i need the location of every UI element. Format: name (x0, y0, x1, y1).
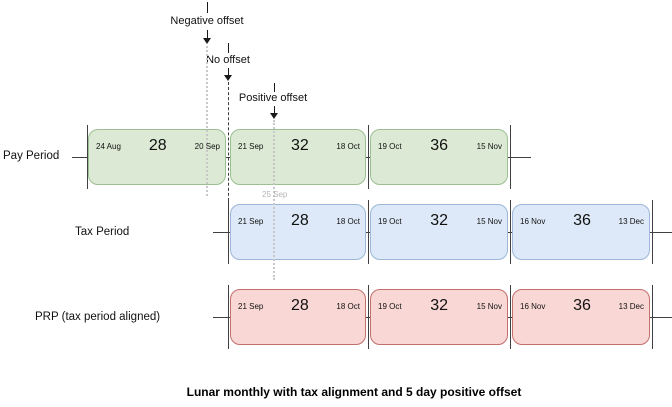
no-offset-label: No offset (206, 54, 250, 66)
period-length-days: 36 (573, 212, 591, 229)
negative-offset-connector-line (207, 2, 208, 13)
period-start-date: 21 Sep (238, 216, 264, 226)
offset-date-label: 25 Sep (262, 190, 288, 199)
period-boundary-tick (228, 285, 229, 349)
prp-box-3: 16 Nov 36 13 Dec (512, 289, 650, 345)
period-start-date: 19 Oct (378, 301, 402, 311)
pay-period-box-1: 24 Aug 28 20 Sep (88, 129, 226, 185)
period-end-date: 18 Oct (336, 141, 360, 151)
period-boundary-tick (368, 125, 369, 189)
negative-offset-guide-line (206, 46, 208, 196)
arrow-down-icon (203, 38, 211, 44)
prp-box-1: 21 Sep 28 18 Oct (230, 289, 366, 345)
period-box-labels: 21 Sep 28 18 Oct (231, 293, 365, 319)
tax-period-box-1: 21 Sep 28 18 Oct (230, 204, 366, 260)
period-boundary-tick (228, 200, 229, 264)
positive-offset-arrow-shaft (274, 106, 275, 113)
negative-offset-label: Negative offset (170, 15, 244, 27)
period-end-date: 15 Nov (476, 216, 502, 226)
no-offset-guide-line (228, 82, 229, 211)
period-box-labels: 19 Oct 32 15 Nov (371, 208, 507, 234)
negative-offset-arrow-shaft (207, 30, 208, 38)
positive-offset-connector-line (274, 83, 275, 92)
period-boundary-tick (510, 125, 511, 189)
period-boundary-tick (510, 285, 511, 349)
period-end-date: 13 Dec (618, 301, 644, 311)
period-length-days: 28 (148, 137, 167, 154)
period-boundary-tick (510, 200, 511, 264)
period-start-date: 19 Oct (378, 141, 402, 151)
period-length-days: 32 (430, 297, 448, 314)
pay-period-box-2: 21 Sep 32 18 Oct (230, 129, 366, 185)
pay-period-box-3: 19 Oct 36 15 Nov (370, 129, 508, 185)
period-end-date: 15 Nov (476, 301, 502, 311)
prp-box-2: 19 Oct 32 15 Nov (370, 289, 508, 345)
period-boundary-tick (368, 200, 369, 264)
period-box-labels: 19 Oct 32 15 Nov (371, 293, 507, 319)
period-start-date: 21 Sep (238, 301, 264, 311)
period-start-date: 21 Sep (238, 141, 264, 151)
period-length-days: 28 (290, 212, 309, 229)
arrow-down-icon (270, 113, 278, 119)
period-boundary-tick (652, 285, 653, 349)
period-length-days: 36 (430, 137, 448, 154)
tax-period-row-label: Tax Period (75, 226, 130, 238)
period-length-days: 32 (290, 137, 309, 154)
period-box-labels: 21 Sep 32 18 Oct (231, 133, 365, 159)
period-box-labels: 21 Sep 28 18 Oct (231, 208, 365, 234)
period-start-date: 16 Nov (520, 216, 546, 226)
period-end-date: 13 Dec (618, 216, 644, 226)
period-box-labels: 19 Oct 36 15 Nov (371, 133, 507, 159)
period-box-labels: 16 Nov 36 13 Dec (513, 208, 649, 234)
tax-period-box-2: 19 Oct 32 15 Nov (370, 204, 508, 260)
period-length-days: 32 (430, 212, 448, 229)
period-box-labels: 16 Nov 36 13 Dec (513, 293, 649, 319)
period-end-date: 18 Oct (336, 216, 360, 226)
positive-offset-guide-line (273, 120, 275, 280)
period-start-date: 19 Oct (378, 216, 402, 226)
period-boundary-tick (368, 285, 369, 349)
positive-offset-label: Positive offset (238, 92, 308, 104)
period-end-date: 18 Oct (336, 301, 360, 311)
period-length-days: 28 (290, 297, 309, 314)
period-start-date: 16 Nov (520, 301, 546, 311)
no-offset-arrow-shaft (228, 68, 229, 75)
period-start-date: 24 Aug (96, 141, 121, 151)
period-box-labels: 24 Aug 28 20 Sep (89, 133, 225, 159)
no-offset-connector-line (228, 43, 229, 53)
diagram-title: Lunar monthly with tax alignment and 5 d… (186, 385, 522, 399)
tax-period-box-3: 16 Nov 36 13 Dec (512, 204, 650, 260)
period-boundary-tick (652, 200, 653, 264)
prp-row-label: PRP (tax period aligned) (35, 311, 161, 323)
period-boundary-tick (87, 125, 88, 189)
arrow-down-icon (224, 75, 232, 81)
period-end-date: 15 Nov (476, 141, 502, 151)
period-length-days: 36 (573, 297, 591, 314)
pay-period-row-label: Pay Period (3, 150, 60, 162)
period-end-date: 20 Sep (194, 141, 220, 151)
